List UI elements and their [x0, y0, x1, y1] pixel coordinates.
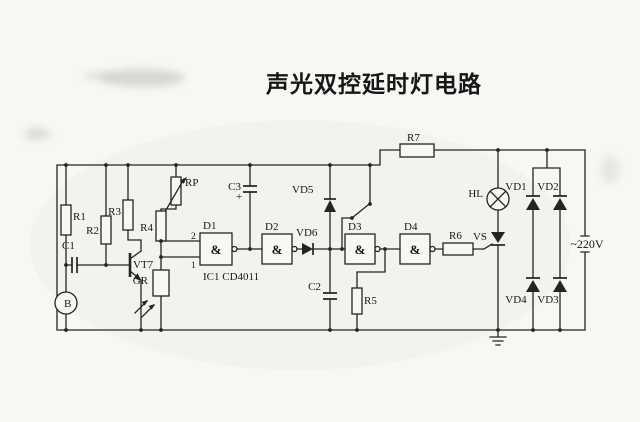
- label-d1: D1: [203, 220, 216, 232]
- wire-rails: [56, 149, 590, 331]
- label-gr: GR: [133, 275, 149, 287]
- label-r4: R4: [140, 222, 153, 234]
- label-hl: HL: [468, 188, 483, 200]
- ground-symbol: [489, 329, 507, 346]
- label-vd3: VD3: [537, 294, 559, 306]
- lamp-HL: HL: [468, 149, 510, 211]
- label-c1: C1: [62, 240, 75, 252]
- nand-gate-D4: & D4: [399, 221, 436, 265]
- diagram-title: 声光双控延时灯电路: [266, 71, 482, 97]
- diode-VD6: VD6: [296, 227, 318, 255]
- label-r7: R7: [407, 132, 420, 144]
- resistor-R4: R4: [140, 210, 167, 242]
- resistor-R7: R7: [399, 132, 435, 158]
- label-r1: R1: [73, 211, 86, 223]
- label-d4: D4: [404, 221, 418, 233]
- label-ic: IC1 CD4011: [203, 271, 259, 283]
- label-vs: VS: [473, 231, 487, 243]
- microphone-B: B: [54, 291, 78, 315]
- label-c3: C3: [228, 181, 241, 193]
- resistor-R6: R6: [442, 230, 474, 256]
- resistor-R3: R3: [108, 199, 134, 231]
- junction-dots: [64, 148, 562, 332]
- microphone-symbol: [54, 291, 78, 315]
- resistor-R2: R2: [86, 215, 112, 245]
- gate-symbol-d2: &: [272, 242, 283, 257]
- resistor-R1: R1: [60, 204, 86, 236]
- gate-symbol-d3: &: [355, 242, 366, 257]
- label-vd5: VD5: [292, 184, 314, 196]
- label-mains-voltage: ~220V: [570, 237, 603, 251]
- label-r2: R2: [86, 225, 99, 237]
- label-vd4: VD4: [505, 294, 527, 306]
- label-vd6: VD6: [296, 227, 318, 239]
- label-r6: R6: [449, 230, 462, 242]
- thyristor-VS: VS: [473, 209, 507, 346]
- label-r3: R3: [108, 206, 121, 218]
- potentiometer-RP: RP: [165, 176, 198, 211]
- nand-gate-D1: & D1 2 1: [191, 220, 238, 271]
- photoresistor-GR: GR: [133, 269, 170, 318]
- switch-symbol: [341, 164, 371, 250]
- bridge-rectifier: VD1 VD2 VD4 VD3: [505, 149, 567, 331]
- label-rp: RP: [185, 177, 198, 189]
- label-d2: D2: [265, 221, 278, 233]
- pin-label-1: 1: [191, 261, 196, 271]
- gate-symbol-d1: &: [211, 242, 222, 257]
- gate-symbol-d4: &: [410, 242, 421, 257]
- transistor-VT7: VT7: [128, 250, 154, 281]
- label-vd1: VD1: [505, 181, 526, 193]
- label-vt7: VT7: [133, 259, 154, 271]
- scan-artifacts: [24, 69, 620, 370]
- label-c3-plus: +: [236, 191, 242, 203]
- label-r5: R5: [364, 295, 377, 307]
- label-c2: C2: [308, 281, 321, 293]
- capacitor-C3: C3 +: [228, 164, 257, 250]
- resistor-R5: R5: [351, 248, 386, 331]
- label-vd2: VD2: [537, 181, 558, 193]
- label-d3: D3: [348, 221, 362, 233]
- label-mic: B: [64, 298, 71, 310]
- capacitor-C2: C2: [308, 248, 337, 331]
- diode-VD5: VD5: [292, 164, 336, 250]
- capacitor-C1: C1: [62, 240, 78, 273]
- pin-label-2: 2: [191, 232, 196, 242]
